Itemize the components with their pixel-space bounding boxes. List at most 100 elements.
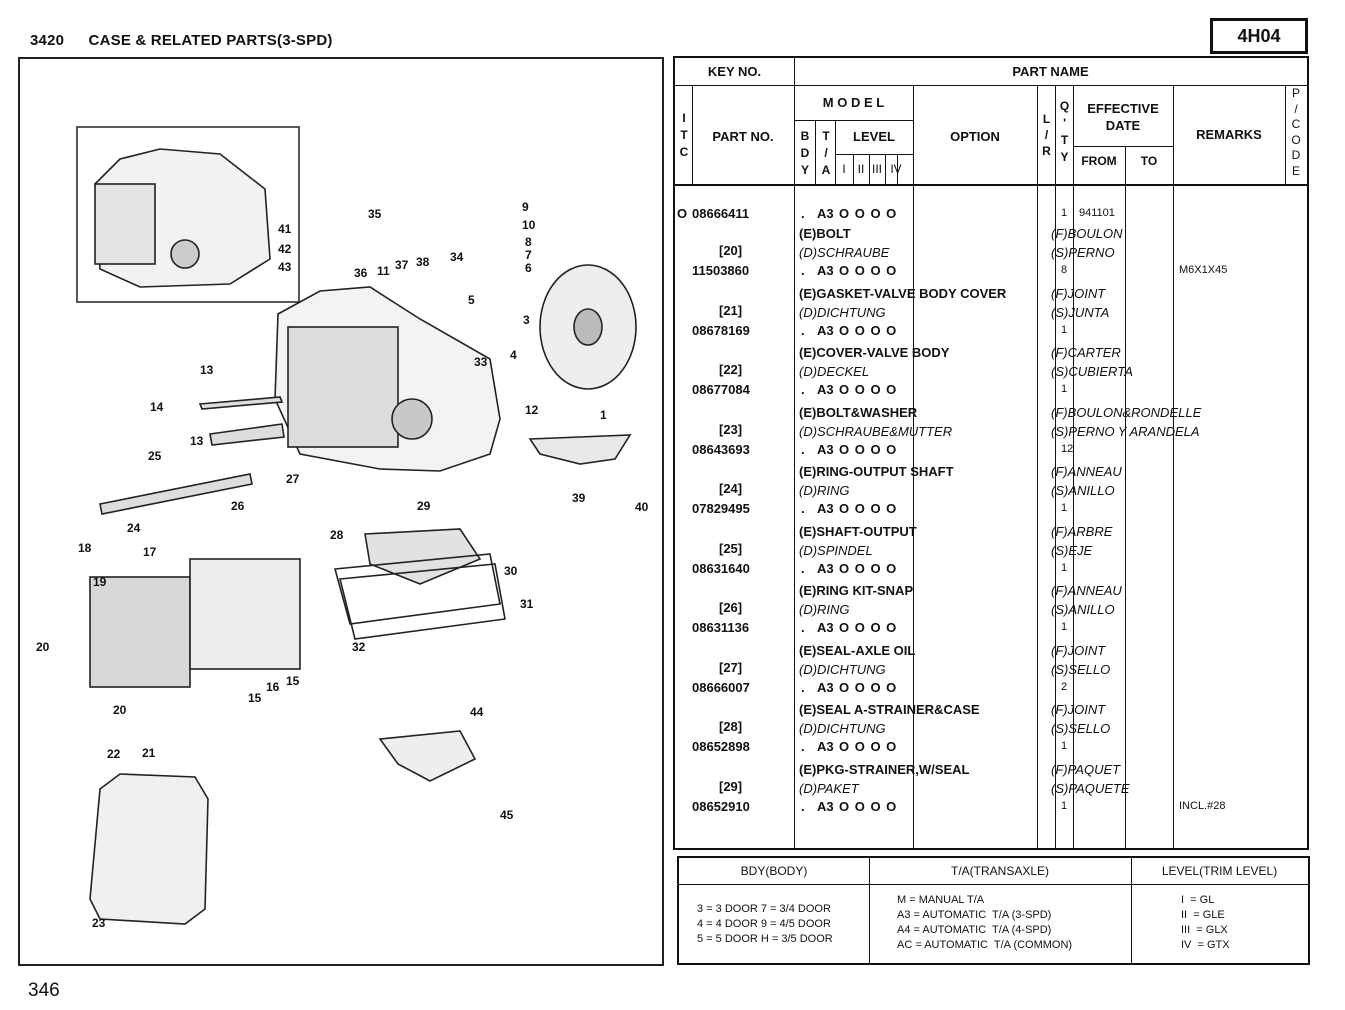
part-name-es: (S)CUBIERTA — [1051, 364, 1133, 379]
option-divider — [1037, 85, 1038, 850]
legend-ta-header: T/A(TRANSAXLE) — [950, 864, 1049, 878]
callout-44: 44 — [470, 705, 484, 719]
part-name-fr: (F)JOINT — [1051, 702, 1106, 717]
callout-16: 16 — [266, 680, 280, 694]
callout-23: 23 — [92, 916, 106, 930]
quantity: 1 — [1061, 621, 1068, 633]
part-name-fr: (F)PAQUET — [1051, 761, 1121, 777]
level-i: I — [842, 162, 846, 176]
quantity: 1 — [1061, 799, 1068, 812]
exploded-parts-diagram: 1 3 4 5 6 7 8 9 10 11 12 13 13 14 15 15 … — [18, 57, 664, 966]
lr-header: L / R — [1042, 112, 1051, 158]
callout-24: 24 — [127, 521, 141, 535]
callout-40: 40 — [635, 500, 649, 514]
legend-level-header: LEVEL(TRIM LEVEL) — [1161, 864, 1278, 878]
qty-cell: 1 — [1061, 207, 1068, 219]
transaxle: A3 — [817, 798, 834, 814]
callout-19: 19 — [93, 575, 107, 589]
level-header: LEVEL — [853, 129, 895, 144]
callout-9: 9 — [522, 200, 529, 214]
part-name-en: (E)GASKET-VALVE BODY COVER — [799, 285, 1007, 301]
model-divider — [913, 85, 914, 850]
legend-body-line-1: 3 = 3 DOOR 7 = 3/4 DOOR — [697, 903, 831, 915]
level-col-ii — [869, 154, 870, 184]
part-name-en: (E)COVER-VALVE BODY — [799, 345, 950, 360]
transaxle: A3 — [817, 560, 834, 576]
part-name-de: (D)SPINDEL — [799, 542, 873, 558]
bdy-dot: . — [801, 501, 805, 516]
transaxle: A3 — [817, 620, 834, 635]
legend-ta-line-1: M = MANUAL T/A — [897, 894, 985, 906]
legend-level-line-1: I = GL — [1181, 894, 1215, 906]
legend-level-line-3: III = GLX — [1181, 924, 1228, 936]
part-name-de: (D)SCHRAUBE&MUTTER — [799, 423, 953, 439]
legend-body-header: BDY(BODY) — [740, 864, 808, 878]
part-no-header: PART NO. — [712, 129, 774, 144]
callout-28: 28 — [330, 528, 344, 542]
callout-15a: 15 — [248, 691, 262, 705]
legend-ta-line-2: A3 = AUTOMATIC T/A (3-SPD) — [897, 909, 1052, 921]
section-title: CASE & RELATED PARTS(3-SPD) — [88, 32, 333, 49]
legend-ta-line-3: A4 = AUTOMATIC T/A (4-SPD) — [897, 924, 1052, 936]
lr-divider — [1055, 85, 1056, 850]
callout-42: 42 — [278, 242, 292, 256]
part-name-de: (D)RING — [799, 483, 850, 498]
level-ii: II — [857, 162, 865, 176]
legend-ta-line-4: AC = AUTOMATIC T/A (COMMON) — [897, 939, 1073, 951]
trim-levels: O O O O — [839, 739, 898, 754]
bdy-dot: . — [801, 382, 805, 397]
callout-26: 26 — [231, 499, 245, 513]
callout-41: 41 — [278, 222, 292, 236]
callout-31: 31 — [520, 597, 534, 611]
part-no: 08652910 — [692, 798, 750, 814]
bdy-divider — [815, 120, 816, 184]
trim-levels: O O O O — [839, 798, 898, 814]
date-sub-rule — [1073, 146, 1173, 147]
legend-box: BDY(BODY) T/A(TRANSAXLE) LEVEL(TRIM LEVE… — [677, 856, 1310, 965]
bdy-dot: . — [801, 263, 805, 278]
transaxle: A3 — [817, 382, 834, 397]
bdy-header: B D Y — [800, 129, 810, 177]
legend-level-line-4: IV = GTX — [1181, 939, 1230, 951]
remarks-header: REMARKS — [1196, 127, 1262, 142]
part-name-fr: (F)ANNEAU — [1051, 583, 1122, 598]
part-no: 08678169 — [692, 322, 750, 338]
trim-levels: O O O O — [839, 263, 898, 278]
itc-divider — [692, 85, 693, 184]
part-name-es: (S)PERNO — [1051, 245, 1115, 260]
legend-divider-2 — [1131, 858, 1132, 963]
part-name-en: (E)RING-OUTPUT SHAFT — [799, 464, 954, 479]
part-name-es: (S)EJE — [1051, 542, 1093, 558]
callout-13b: 13 — [190, 434, 204, 448]
callout-39: 39 — [572, 491, 586, 505]
callout-12: 12 — [525, 403, 539, 417]
part-no: 08643693 — [692, 441, 750, 457]
quantity: 12 — [1061, 442, 1074, 455]
callout-20a: 20 — [36, 640, 50, 654]
part-name-en: (E)RING KIT-SNAP — [799, 583, 914, 598]
bdy-dot: . — [801, 798, 805, 814]
section-number: 3420 — [30, 32, 65, 49]
level-col-i — [853, 154, 854, 184]
callout-11: 11 — [377, 264, 390, 278]
trim-levels: O O O O — [839, 501, 898, 516]
ta-cell: A3 — [817, 206, 834, 221]
bdy-dot: . — [801, 322, 805, 338]
legend-header-rule — [679, 884, 1308, 885]
transaxle: A3 — [817, 679, 834, 695]
diagram-drawing: 1 3 4 5 6 7 8 9 10 11 12 13 13 14 15 15 … — [36, 126, 649, 930]
transaxle: A3 — [817, 501, 834, 516]
part-name-de: (D)SCHRAUBE — [799, 245, 890, 260]
quantity: 1 — [1061, 383, 1068, 395]
parts-table: KEY NO. PART NAME I T C PART NO. M O D E… — [673, 56, 1309, 850]
legend-divider-1 — [869, 858, 870, 963]
callout-34: 34 — [450, 250, 464, 264]
callout-29: 29 — [417, 499, 431, 513]
callout-30: 30 — [504, 564, 518, 578]
quantity: 8 — [1061, 264, 1068, 276]
itc-cell: O — [677, 206, 688, 221]
key-no: [29] — [719, 778, 743, 794]
bdy-cell: . — [801, 206, 805, 221]
key-no-header: KEY NO. — [707, 64, 762, 79]
callout-15b: 15 — [286, 674, 300, 688]
